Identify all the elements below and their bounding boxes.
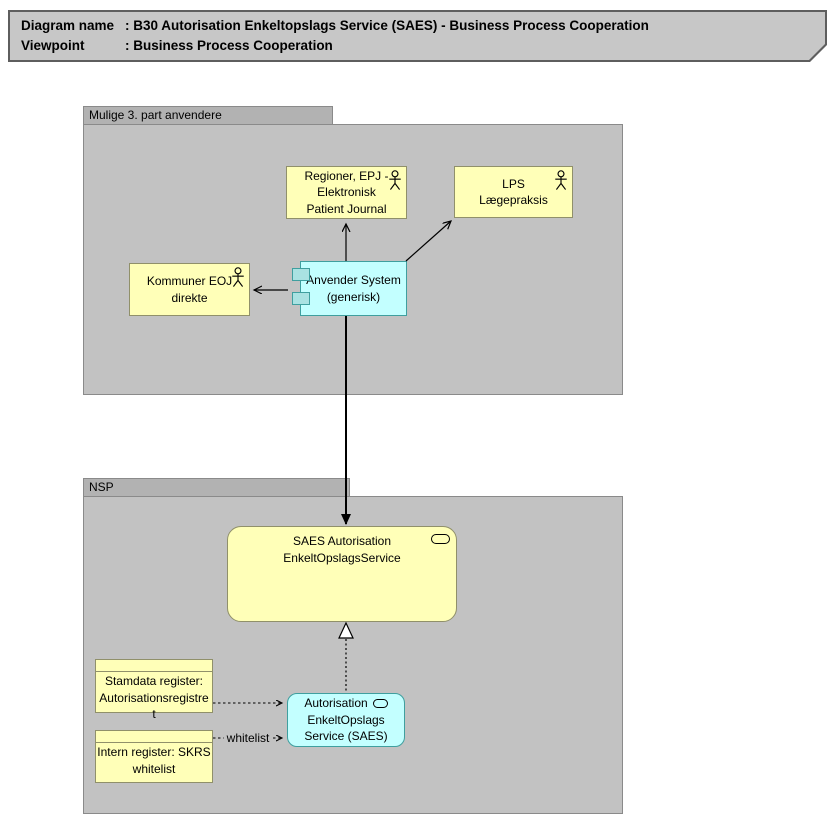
node-stamdata-register[interactable]: Stamdata register: Autorisationsregistre… bbox=[95, 659, 213, 721]
group-nsp-tab[interactable]: NSP bbox=[83, 478, 350, 496]
node-label-line: Patient Journal bbox=[306, 201, 387, 216]
node-label-line: Service (SAES) bbox=[304, 729, 388, 744]
node-label-line: whitelist bbox=[132, 761, 176, 776]
node-label-line: LPS bbox=[502, 176, 525, 191]
node-label-line: Kommuner EOJ bbox=[146, 274, 233, 288]
node-kommuner-eoj[interactable]: Kommuner EOJ direkte bbox=[129, 263, 250, 316]
title-note-fill bbox=[10, 12, 825, 60]
node-label-line: t bbox=[152, 707, 156, 721]
node-label-line: Autorisationsregistre bbox=[99, 690, 209, 705]
node-label-line: Lægepraksis bbox=[479, 193, 548, 207]
title-value-viewpoint: : Business Process Cooperation bbox=[125, 38, 333, 53]
title-note-text: Diagram name : B30 Autorisation Enkeltop… bbox=[21, 16, 649, 56]
node-regioner-epj[interactable]: Regioner, EPJ - Elektronisk Patient Jour… bbox=[286, 166, 407, 219]
actor-icon bbox=[389, 170, 401, 190]
node-saes-service[interactable]: SAES Autorisation EnkeltOpslagsService bbox=[227, 526, 457, 622]
node-label-line: Anvender System bbox=[306, 273, 401, 287]
title-label-diagram-name: Diagram name bbox=[21, 18, 115, 33]
node-label-line: Elektronisk bbox=[317, 185, 376, 200]
title-value-diagram-name: : B30 Autorisation Enkeltopslags Service… bbox=[125, 18, 649, 33]
node-label-line: (generisk) bbox=[326, 289, 381, 304]
component-tab-icon bbox=[292, 268, 310, 281]
node-label-line: direkte bbox=[171, 290, 208, 305]
node-label-line: Stamdata register: bbox=[104, 674, 204, 688]
service-icon bbox=[431, 534, 450, 544]
object-bar bbox=[96, 660, 212, 672]
group-third-party-tab[interactable]: Mulige 3. part anvendere bbox=[83, 106, 333, 124]
node-autorisation-service[interactable]: Autorisation EnkeltOpslags Service (SAES… bbox=[287, 693, 405, 747]
node-intern-register[interactable]: Intern register: SKRS whitelist bbox=[95, 730, 213, 783]
group-nsp-label: NSP bbox=[89, 480, 114, 494]
group-third-party-body bbox=[83, 124, 623, 395]
node-label-line: Autorisation bbox=[304, 696, 368, 711]
component-tab-icon bbox=[292, 292, 310, 305]
node-label-line: EnkeltOpslags bbox=[307, 712, 385, 727]
group-third-party-label: Mulige 3. part anvendere bbox=[89, 108, 222, 122]
node-label-line: Regioner, EPJ - bbox=[304, 168, 389, 183]
actor-icon bbox=[232, 267, 244, 287]
node-label-line: Intern register: SKRS bbox=[97, 745, 211, 759]
service-icon bbox=[372, 699, 388, 708]
node-anvender-system[interactable]: Anvender System (generisk) bbox=[292, 261, 407, 316]
edge-label-whitelist: whitelist bbox=[223, 731, 273, 745]
title-label-viewpoint: Viewpoint bbox=[21, 38, 85, 53]
node-label-line: SAES Autorisation bbox=[292, 534, 392, 548]
group-third-party[interactable]: Mulige 3. part anvendere bbox=[83, 106, 623, 395]
actor-icon bbox=[555, 170, 567, 190]
node-label-line: EnkeltOpslagsService bbox=[283, 550, 401, 565]
node-lps[interactable]: LPS Lægepraksis bbox=[454, 166, 573, 218]
title-note: Diagram name : B30 Autorisation Enkeltop… bbox=[8, 10, 827, 62]
object-bar bbox=[96, 731, 212, 743]
